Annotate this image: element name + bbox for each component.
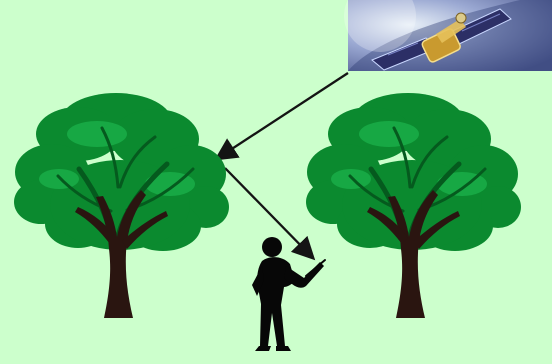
satellite-photo xyxy=(344,0,552,71)
